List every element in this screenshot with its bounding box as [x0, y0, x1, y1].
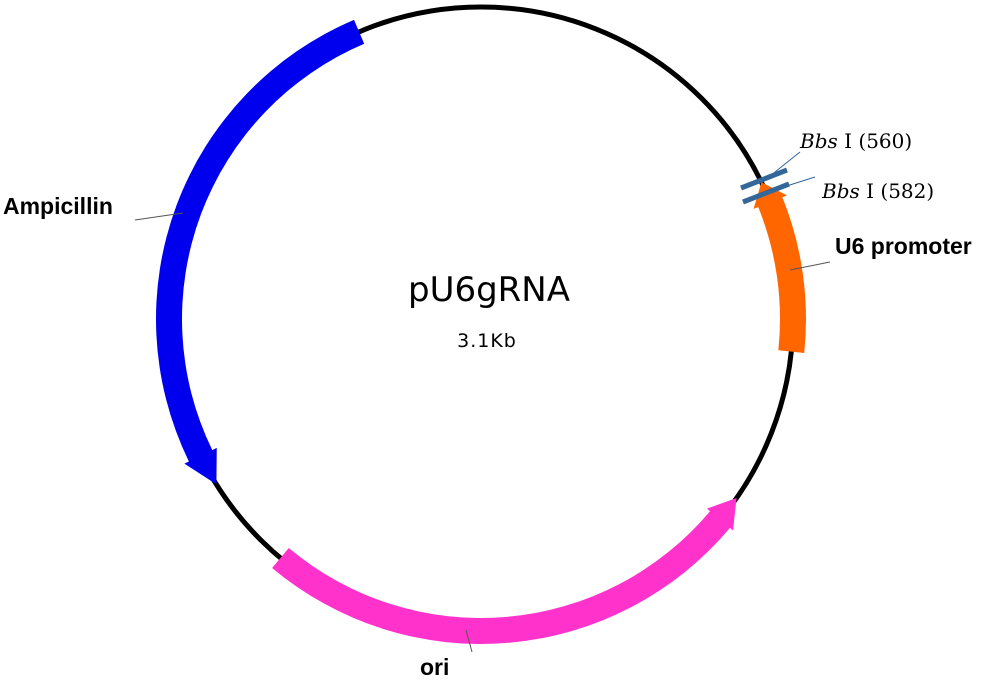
ori-feature-arrow [272, 497, 737, 644]
bbsi-560-label: Bbs I (560) [799, 129, 912, 153]
bbsi-560-leader-line [769, 151, 801, 177]
bbsi-582-site-mark [742, 181, 790, 205]
u6-promoter-leader-line [789, 261, 831, 271]
ori-leader-line [465, 629, 473, 653]
u6-promoter-label: U6 promoter [835, 233, 972, 259]
bbsi-560-site-mark [740, 167, 788, 191]
bbsi-582-label: Bbs I (582) [821, 179, 934, 203]
ampicillin-feature-arrow [155, 19, 365, 485]
u6-promoter-feature-arrow [753, 182, 806, 353]
ampicillin-label: Ampicillin [3, 193, 113, 219]
bbsi-582-leader-line [773, 176, 816, 191]
ampicillin-leader-line [134, 212, 184, 221]
ori-label: ori [420, 654, 449, 680]
plasmid-name: pU6gRNA [408, 270, 570, 310]
plasmid-size: 3.1Kb [457, 330, 517, 352]
